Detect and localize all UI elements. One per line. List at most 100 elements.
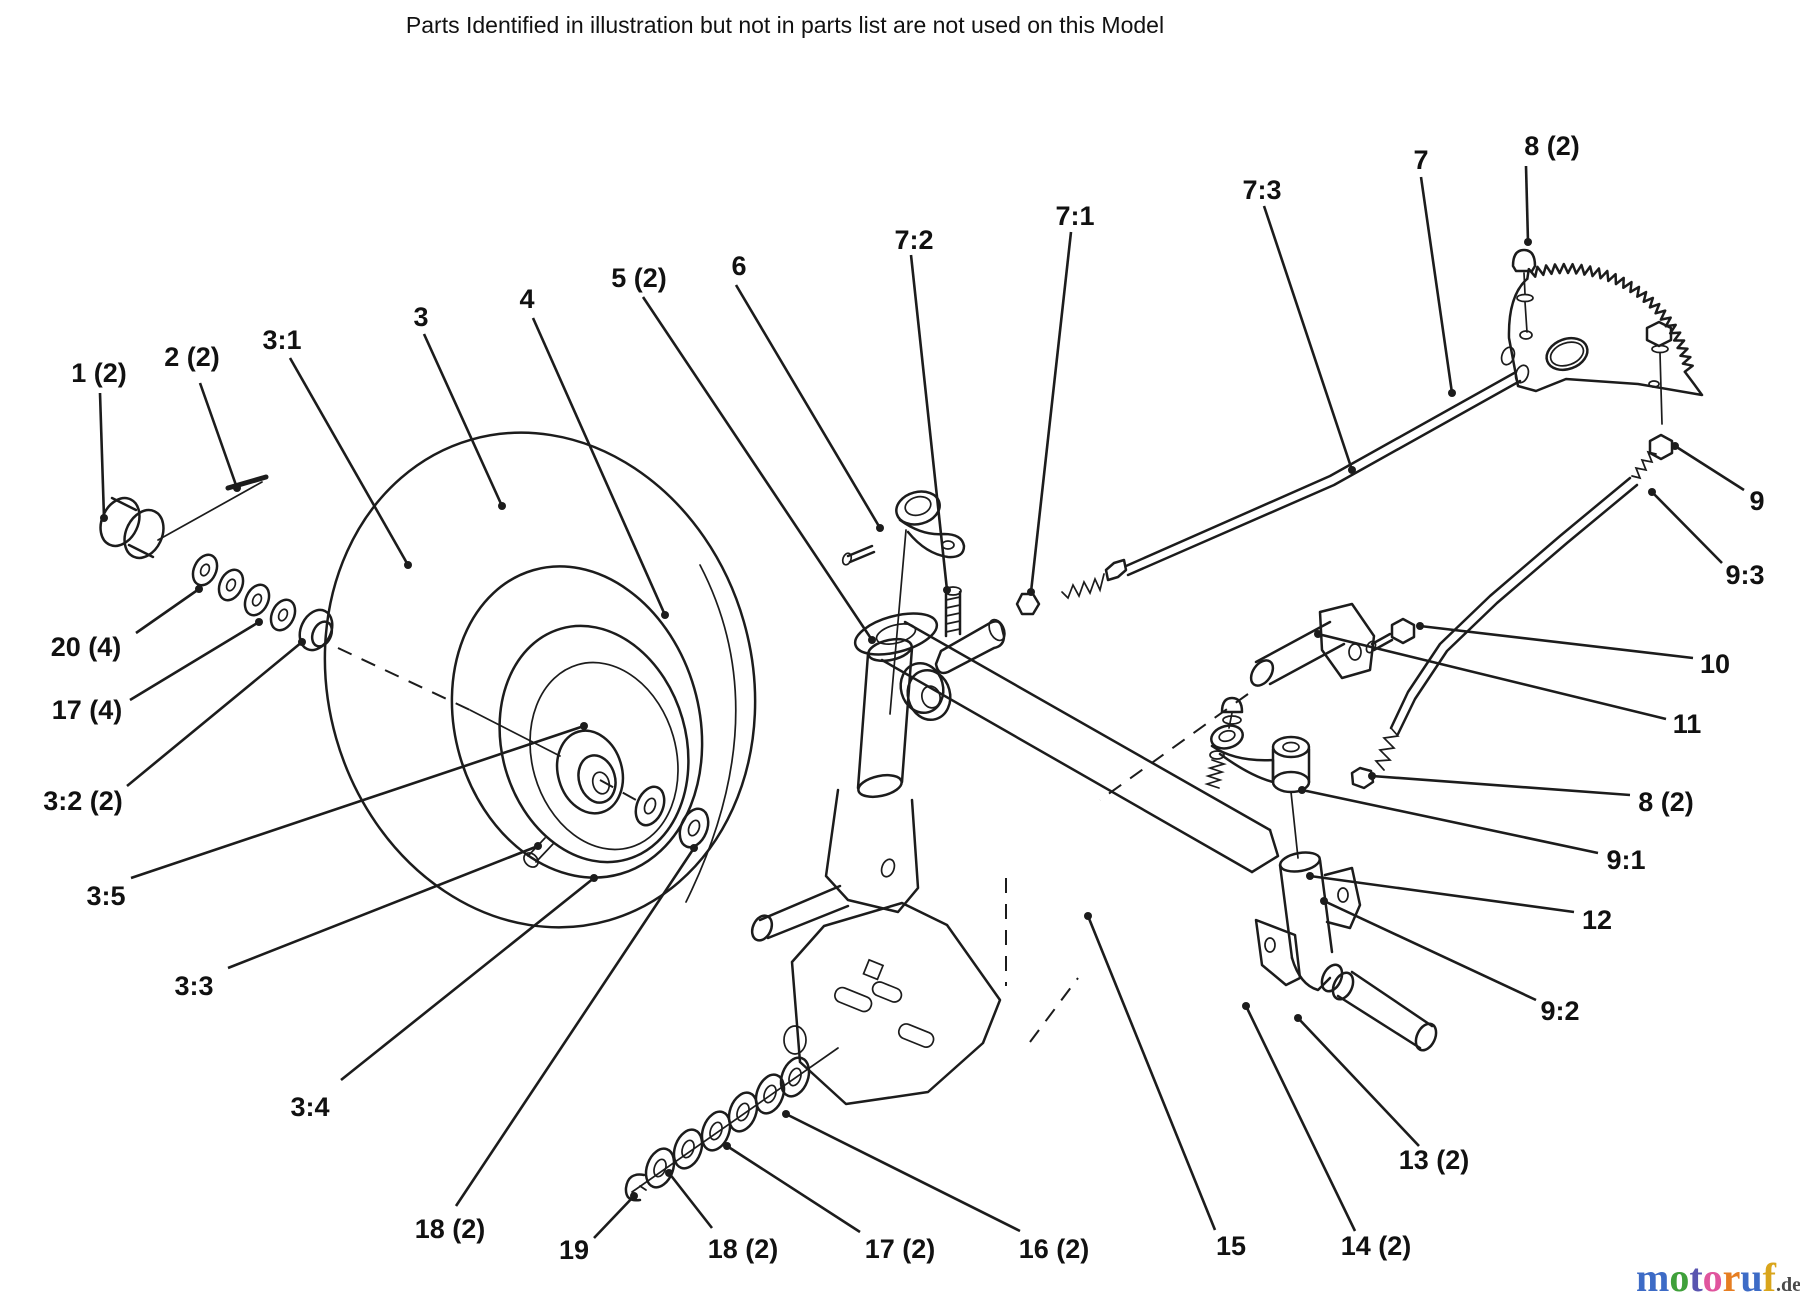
mount-plate <box>783 878 1079 1106</box>
leader-line <box>1651 491 1723 564</box>
steering-sector-gear <box>1507 248 1704 480</box>
acorn-nut-right <box>1220 696 1244 714</box>
pivot-hex-bolt <box>1390 617 1416 645</box>
leader-dot <box>195 585 203 593</box>
callout-label: 9:1 <box>1606 845 1645 875</box>
leader-line <box>1674 444 1745 492</box>
callout-label: 14 (2) <box>1341 1231 1412 1261</box>
axle-beam <box>853 612 1280 874</box>
watermark-letter: u <box>1740 1255 1763 1300</box>
leader-line <box>340 876 595 1082</box>
leader-line <box>593 1195 635 1239</box>
leader-dot <box>100 514 108 522</box>
leader-line <box>1371 774 1631 797</box>
callout-label: 20 (4) <box>51 632 122 662</box>
leader-line <box>227 844 539 970</box>
callout-label: 9:2 <box>1540 996 1579 1026</box>
leader-dot <box>661 611 669 619</box>
callout-label: 15 <box>1216 1231 1246 1261</box>
callout-label: 5 (2) <box>611 263 667 293</box>
callout-label: 17 (4) <box>52 695 123 725</box>
tie-rod-spring <box>1374 727 1400 771</box>
leader-dot <box>1242 1002 1250 1010</box>
leader-line <box>667 1172 714 1229</box>
leader-line <box>288 357 410 566</box>
drag-link <box>1124 346 1530 577</box>
sector-gear-teeth <box>1526 262 1694 373</box>
leader-line <box>126 640 303 788</box>
leader-dot <box>1084 912 1092 920</box>
leader-dot <box>1320 897 1328 905</box>
leader-dot <box>1348 466 1356 474</box>
leader-line <box>1323 899 1537 1002</box>
callout-label: 7 <box>1413 145 1428 175</box>
leader-line <box>1419 624 1694 660</box>
leader-line <box>98 392 106 519</box>
callout-label: 11 <box>1673 709 1702 739</box>
tie-rod-ball-joint <box>1631 433 1674 480</box>
leader-dot <box>1027 588 1035 596</box>
watermark-letter: o <box>1669 1255 1690 1300</box>
callout-label: 3 <box>413 302 428 332</box>
leader-line <box>1086 915 1217 1231</box>
callout-label: 18 (2) <box>415 1214 486 1244</box>
leader-line <box>130 724 585 880</box>
tie-rod <box>1350 476 1639 790</box>
leader-dot <box>1298 786 1306 794</box>
leader-dot <box>1671 442 1679 450</box>
leader-dot <box>723 1142 731 1150</box>
leader-line <box>454 847 696 1207</box>
leader-dot <box>1306 872 1314 880</box>
front-wheel-tire <box>323 431 757 929</box>
steering-shaft <box>889 529 907 715</box>
leader-line <box>641 296 874 641</box>
leader-dot <box>404 561 412 569</box>
acorn-nut <box>1511 248 1537 333</box>
callout-label: 3:1 <box>262 325 301 355</box>
callout-label: 12 <box>1582 905 1612 935</box>
hub-cap-and-washers <box>99 474 561 757</box>
leader-dot <box>665 1169 673 1177</box>
leader-dot <box>876 524 884 532</box>
compression-spring <box>1061 573 1105 600</box>
leader-dot <box>1314 630 1322 638</box>
spring-bolt <box>944 586 962 638</box>
leader-line <box>909 254 949 591</box>
leader-line <box>1301 788 1599 855</box>
leader-dot <box>534 842 542 850</box>
watermark-letter: f <box>1762 1255 1776 1300</box>
right-spring-bolt <box>1204 759 1227 789</box>
callout-label: 1 (2) <box>71 358 127 388</box>
leader-dot <box>255 618 263 626</box>
right-spindle-assembly <box>1254 851 1438 1052</box>
leader-dot <box>1368 772 1376 780</box>
callout-label: 3:3 <box>174 971 213 1001</box>
callout-label: 2 (2) <box>164 342 220 372</box>
callout-label: 9:3 <box>1725 560 1764 590</box>
callout-label: 13 (2) <box>1399 1145 1470 1175</box>
leader-line <box>726 1144 861 1234</box>
callout-label: 3:5 <box>86 881 125 911</box>
sector-hex-bolt <box>1645 320 1673 425</box>
hex-nut <box>1015 592 1041 616</box>
callout-label: 6 <box>731 251 746 281</box>
watermark-word: motoruf <box>1636 1255 1776 1300</box>
leader-line <box>531 317 667 616</box>
leader-line <box>1524 165 1530 243</box>
leader-line <box>734 284 882 529</box>
leader-line <box>1262 205 1354 471</box>
leader-line <box>1317 632 1667 721</box>
leader-dot <box>868 636 876 644</box>
leader-dot <box>298 638 306 646</box>
axle-left-pivot-boss <box>853 612 939 656</box>
leader-dot <box>1294 1014 1302 1022</box>
watermark-suffix: .de <box>1776 1274 1800 1296</box>
callout-label: 3:4 <box>290 1092 329 1122</box>
leader-line <box>1309 874 1575 914</box>
leader-dot <box>630 1192 638 1200</box>
watermark-letter: t <box>1689 1255 1703 1300</box>
leader-dot <box>498 502 506 510</box>
callout-label: 8 (2) <box>1524 131 1580 161</box>
